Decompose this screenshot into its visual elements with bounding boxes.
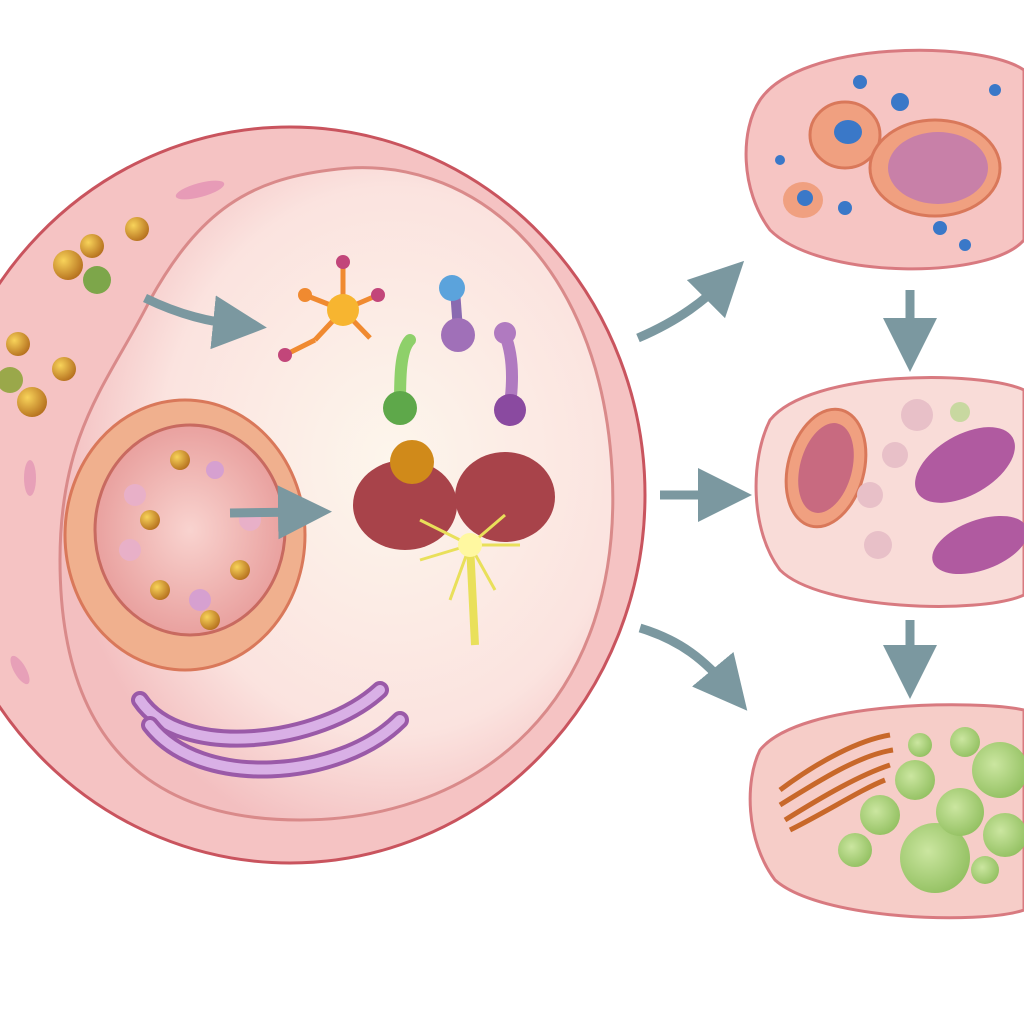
- molecule-purple: [494, 322, 526, 426]
- small-cell-bottom: [748, 703, 1024, 920]
- mitochondrion: [353, 440, 555, 646]
- molecule-green: [383, 334, 417, 425]
- small-cell-middle: [754, 376, 1024, 608]
- golgi-apparatus: [131, 681, 409, 779]
- nucleus: [63, 398, 307, 672]
- molecule-blue: [439, 275, 475, 352]
- vesicles: [0, 180, 225, 685]
- small-cell-top: [744, 48, 1024, 271]
- molecule-star: [278, 255, 385, 362]
- flow-arrows: [143, 260, 937, 711]
